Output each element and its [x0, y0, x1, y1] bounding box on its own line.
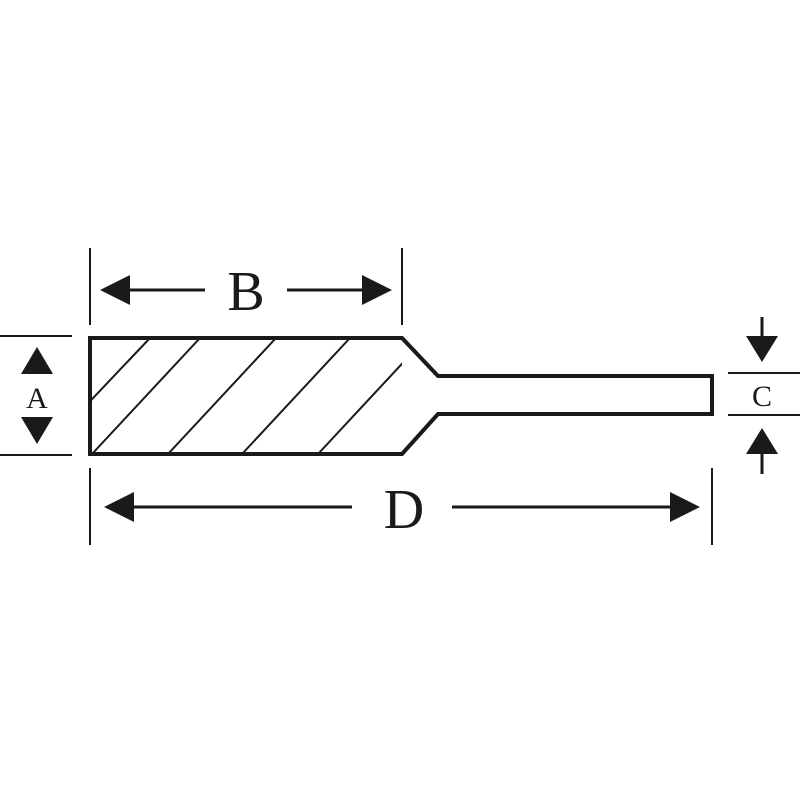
arrowhead-b-right — [362, 275, 392, 305]
arrowhead-a-up — [21, 347, 53, 374]
arrowhead-c-down — [746, 336, 778, 362]
tool-body-outline — [88, 336, 714, 456]
label-c: C — [752, 380, 772, 413]
dimension-b: B — [89, 248, 403, 325]
hatch-line — [91, 338, 201, 454]
hatch-line — [317, 362, 402, 454]
tool-outline — [88, 336, 714, 456]
arrowhead-b-left — [100, 275, 130, 305]
dimension-a: A — [0, 335, 72, 456]
label-b: B — [227, 261, 264, 323]
arrowhead-a-down — [21, 417, 53, 444]
dimension-c: C — [728, 317, 800, 474]
dimension-d: D — [89, 468, 713, 545]
hatch-line — [241, 338, 351, 454]
arrowhead-d-right — [670, 492, 700, 522]
arrowhead-c-up — [746, 428, 778, 454]
label-d: D — [384, 479, 424, 541]
arrowhead-d-left — [104, 492, 134, 522]
head-hatching — [90, 338, 402, 454]
hatch-line — [90, 338, 151, 403]
hatch-line — [167, 338, 277, 454]
label-a: A — [26, 382, 48, 415]
